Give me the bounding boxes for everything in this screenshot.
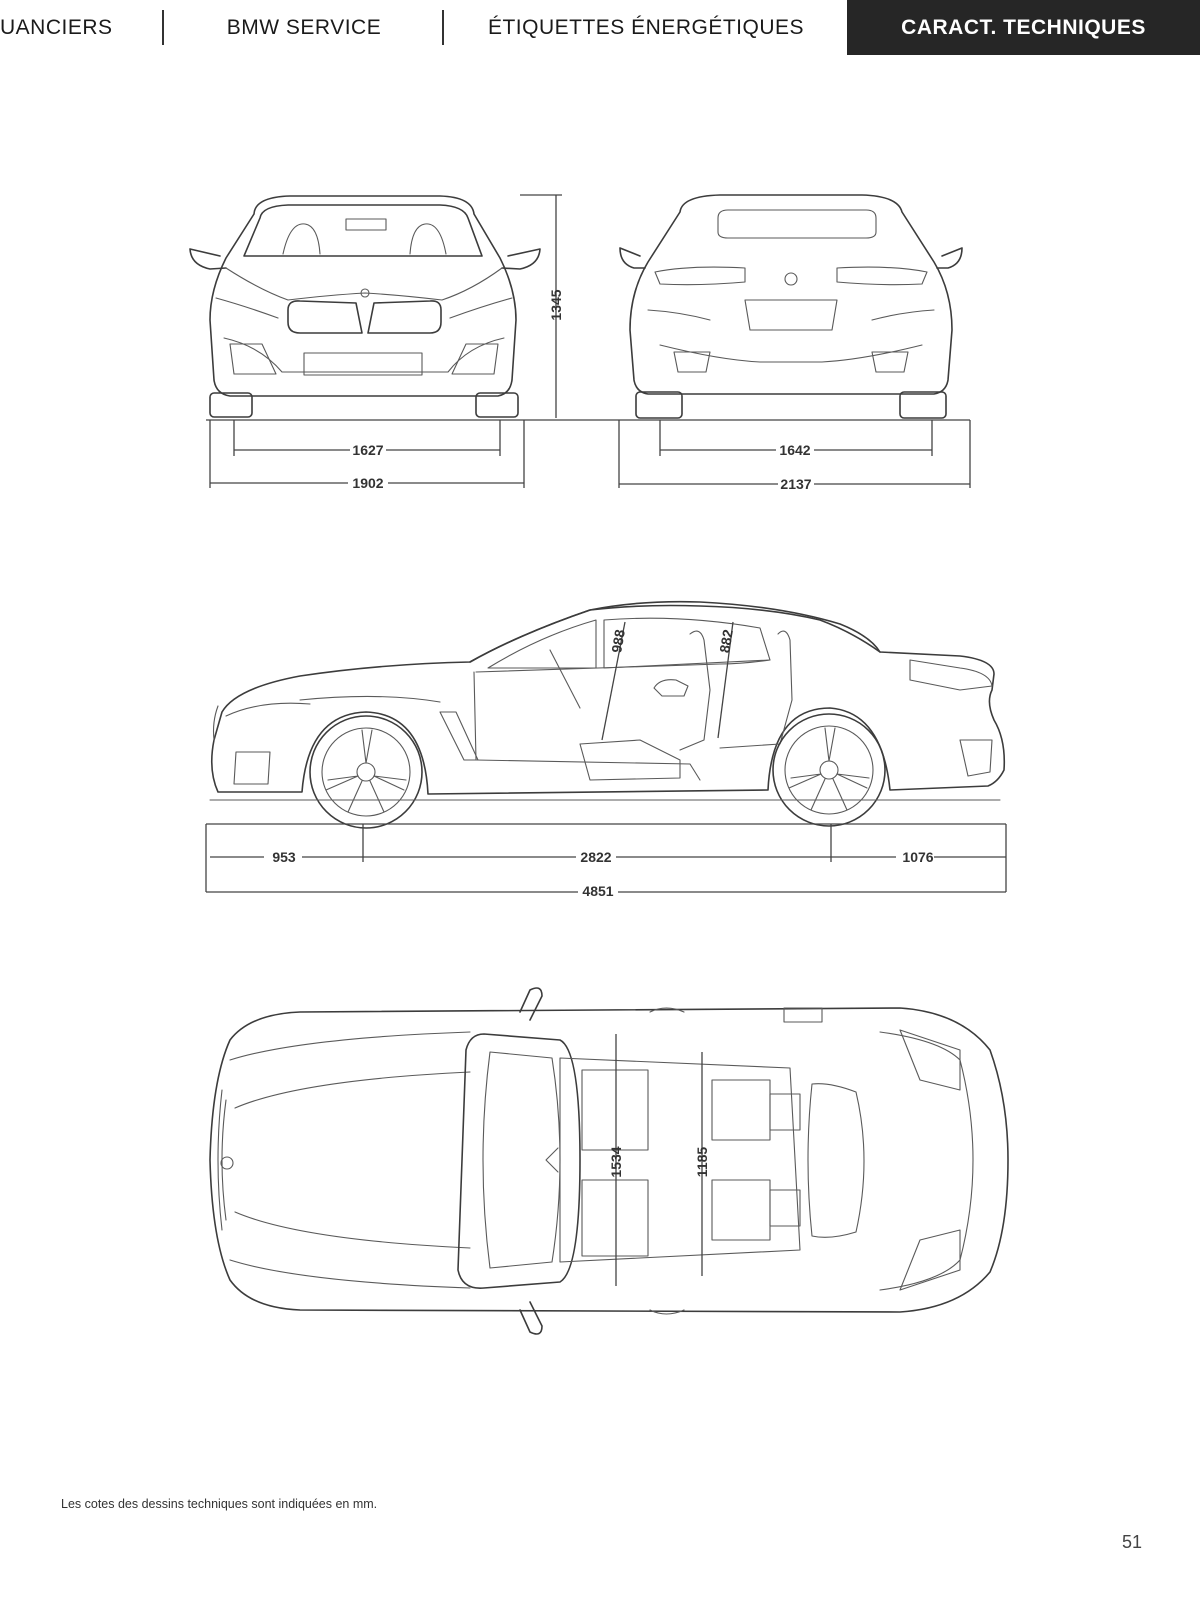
dim-front-headroom: 988 bbox=[608, 628, 628, 654]
tab-divider bbox=[442, 10, 444, 45]
dim-rear-overhang: 1076 bbox=[902, 849, 933, 865]
front-rear-dimensions bbox=[206, 194, 971, 488]
dim-front-track: 1627 bbox=[352, 442, 383, 458]
side-view-car bbox=[209, 600, 1006, 829]
side-dimensions bbox=[205, 823, 1007, 893]
dim-length: 4851 bbox=[582, 883, 613, 899]
dim-front-overhang: 953 bbox=[272, 849, 296, 865]
top-interior-dimensions bbox=[615, 1034, 703, 1286]
dim-wheelbase: 2822 bbox=[580, 849, 611, 865]
dim-width-body: 1902 bbox=[352, 475, 383, 491]
side-interior-dimensions bbox=[601, 621, 734, 741]
dim-rear-shoulder: 1185 bbox=[694, 1147, 710, 1178]
rear-view-car bbox=[619, 194, 963, 419]
dim-rear-headroom: 882 bbox=[716, 628, 736, 654]
tab-caract-techniques[interactable]: CARACT. TECHNIQUES bbox=[847, 0, 1200, 55]
tab-financiers[interactable]: UANCIERS bbox=[0, 15, 113, 39]
tab-divider bbox=[162, 10, 164, 45]
page-number: 51 bbox=[1122, 1532, 1143, 1552]
footnote-dimensions-unit: Les cotes des dessins techniques sont in… bbox=[61, 1497, 378, 1511]
dim-width-mirrors: 2137 bbox=[780, 476, 811, 492]
front-view-car bbox=[189, 195, 541, 418]
tab-etiquettes-energetiques[interactable]: ÉTIQUETTES ÉNERGÉTIQUES bbox=[487, 15, 805, 39]
top-navigation: UANCIERS BMW SERVICE ÉTIQUETTES ÉNERGÉTI… bbox=[0, 0, 1200, 55]
dim-front-shoulder: 1534 bbox=[608, 1146, 624, 1177]
dim-rear-track: 1642 bbox=[779, 442, 810, 458]
tab-bmw-service[interactable]: BMW SERVICE bbox=[226, 15, 382, 39]
dim-height: 1345 bbox=[548, 289, 564, 320]
top-view-car bbox=[209, 987, 1009, 1335]
